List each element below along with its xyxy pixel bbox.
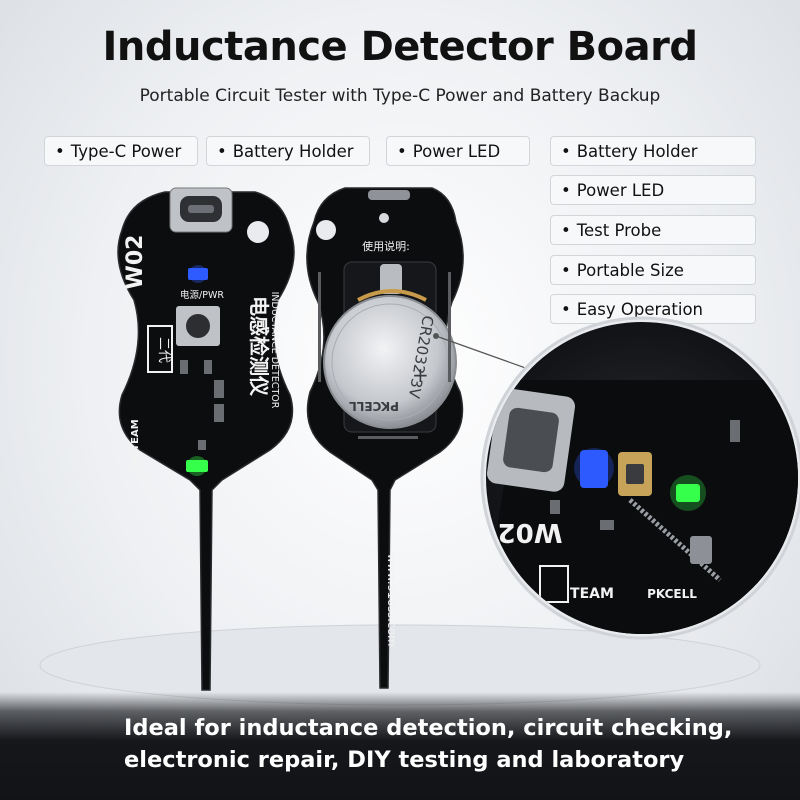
gen-badge [147, 325, 173, 373]
page-title: Inductance Detector Board [102, 24, 698, 70]
front-model-label: W02 [123, 235, 148, 290]
feature-tag-battery-holder: • Battery Holder [206, 136, 370, 166]
mounting-hole [247, 221, 269, 243]
gen-label: 二代 [156, 337, 171, 363]
feature-tag-power-led-2: • Power LED [550, 175, 756, 205]
bullet-icon: • [561, 220, 571, 240]
feature-tag-label: Easy Operation [576, 299, 703, 319]
feature-tag-easy-operation: • Easy Operation [550, 294, 756, 324]
bullet-icon: • [217, 141, 227, 161]
pwr-label: 电源/PWR [180, 289, 224, 301]
bottom-caption-line-1: Ideal for inductance detection, circuit … [124, 715, 733, 741]
blue-led [188, 268, 208, 280]
feature-tag-label: Test Probe [576, 220, 662, 240]
bullet-icon: • [561, 141, 571, 161]
bottom-caption-line-2: electronic repair, DIY testing and labor… [124, 747, 685, 773]
front-name-en: INDUCTANCE DETECTOR [269, 292, 280, 409]
zoom-team-label: TEAM [570, 586, 614, 602]
bottom-caption: Ideal for inductance detection, circuit … [124, 712, 784, 776]
instructions-title: 使用说明: [362, 239, 410, 253]
page-subtitle: Portable Circuit Tester with Type-C Powe… [139, 86, 661, 106]
feature-tag-label: Portable Size [576, 260, 684, 280]
feature-tag-label: Type-C Power [70, 141, 182, 161]
mounting-hole [316, 220, 336, 240]
zoom-detail: W02 TEAM PKCELL [480, 316, 800, 640]
zoom-probe-spring [628, 498, 722, 582]
zoom-green-led [676, 484, 700, 502]
bullet-icon: • [561, 299, 571, 319]
back-board: 使用说明: CR2032 3V + PKCELL www.91oss.com [306, 187, 464, 689]
bullet-icon: • [561, 260, 571, 280]
battery-plus-icon: + [412, 363, 429, 387]
website-label: www.91oss.com [385, 554, 399, 647]
bullet-icon: • [397, 141, 407, 161]
feature-tag-label: Power LED [576, 180, 665, 200]
bottom-banner [0, 692, 800, 800]
feature-tag-portable-size: • Portable Size [550, 255, 756, 285]
green-led [186, 460, 208, 472]
feature-tag-battery-holder-2: • Battery Holder [550, 136, 756, 166]
feature-tag-label: Power LED [412, 141, 501, 161]
bullet-icon: • [561, 180, 571, 200]
bullet-icon: • [55, 141, 65, 161]
feature-tag-label: Battery Holder [232, 141, 354, 161]
feature-tag-power-led: • Power LED [386, 136, 530, 166]
zoom-blue-led [580, 450, 608, 488]
feature-tag-type-c-power: • Type-C Power [44, 136, 198, 166]
battery-brand-label: PKCELL [349, 399, 399, 413]
feature-tag-test-probe: • Test Probe [550, 215, 756, 245]
coin-cell-battery [323, 295, 457, 429]
front-brand-label: OSS TEAM [130, 419, 141, 476]
front-board: 二代 W02 电源/PWR 电感检测仪 INDUCTANCE DETECTOR … [117, 187, 295, 691]
zoom-brand-label: PKCELL [647, 587, 697, 601]
front-name-cn: 电感检测仪 [247, 296, 271, 397]
feature-tag-label: Battery Holder [576, 141, 698, 161]
usb-c-back [368, 190, 410, 200]
zoom-model-label: W02 [498, 517, 563, 547]
